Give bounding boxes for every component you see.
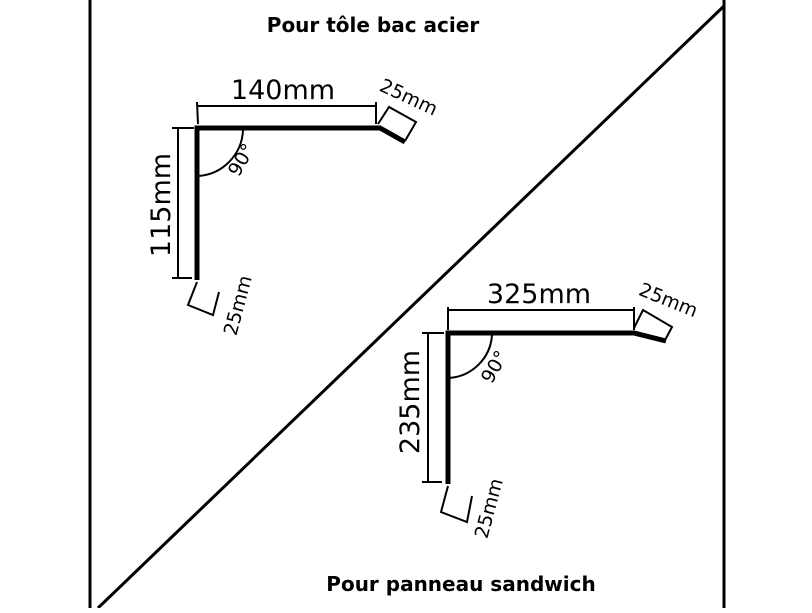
profile-steel-dimension-lines [172, 101, 377, 279]
profile-sandwich-dimension-lines [422, 307, 635, 483]
sandwich-height-label: 235mm [395, 350, 426, 454]
steel-height-label: 115mm [146, 153, 177, 257]
profile-sandwich-sheet [445, 330, 667, 484]
steel-width-label: 140mm [231, 75, 335, 106]
steel-angle-arc [197, 129, 244, 177]
steel-hem-bottom-bracket [186, 281, 220, 317]
sandwich-hem-bottom-bracket [439, 485, 473, 524]
frame-diagonal [96, 4, 726, 610]
steel-hem-bottom-label: 25mm [220, 273, 257, 338]
sandwich-angle-label: 90° [477, 347, 513, 387]
profile-steel: 140mm 115mm 90° 25mm 25mm [146, 75, 441, 338]
sandwich-angle-arc [447, 334, 493, 379]
bottom-caption: Pour panneau sandwich [326, 572, 595, 596]
profile-steel-sheet [194, 125, 407, 280]
sandwich-hem-top-label: 25mm [636, 279, 701, 322]
steel-sheet-profile [194, 125, 407, 280]
frame [88, 0, 726, 610]
sandwich-hem-bottom-label: 25mm [471, 476, 508, 541]
steel-hem-top-bracket [377, 105, 418, 142]
steel-angle-label: 90° [224, 140, 260, 180]
sandwich-hem-top-bracket [633, 308, 674, 343]
sandwich-sheet-profile [445, 330, 667, 484]
sandwich-width-label: 325mm [487, 279, 591, 310]
profile-sandwich: 325mm 235mm 90° 25mm 25mm [395, 279, 701, 541]
top-caption: Pour tôle bac acier [267, 13, 480, 37]
